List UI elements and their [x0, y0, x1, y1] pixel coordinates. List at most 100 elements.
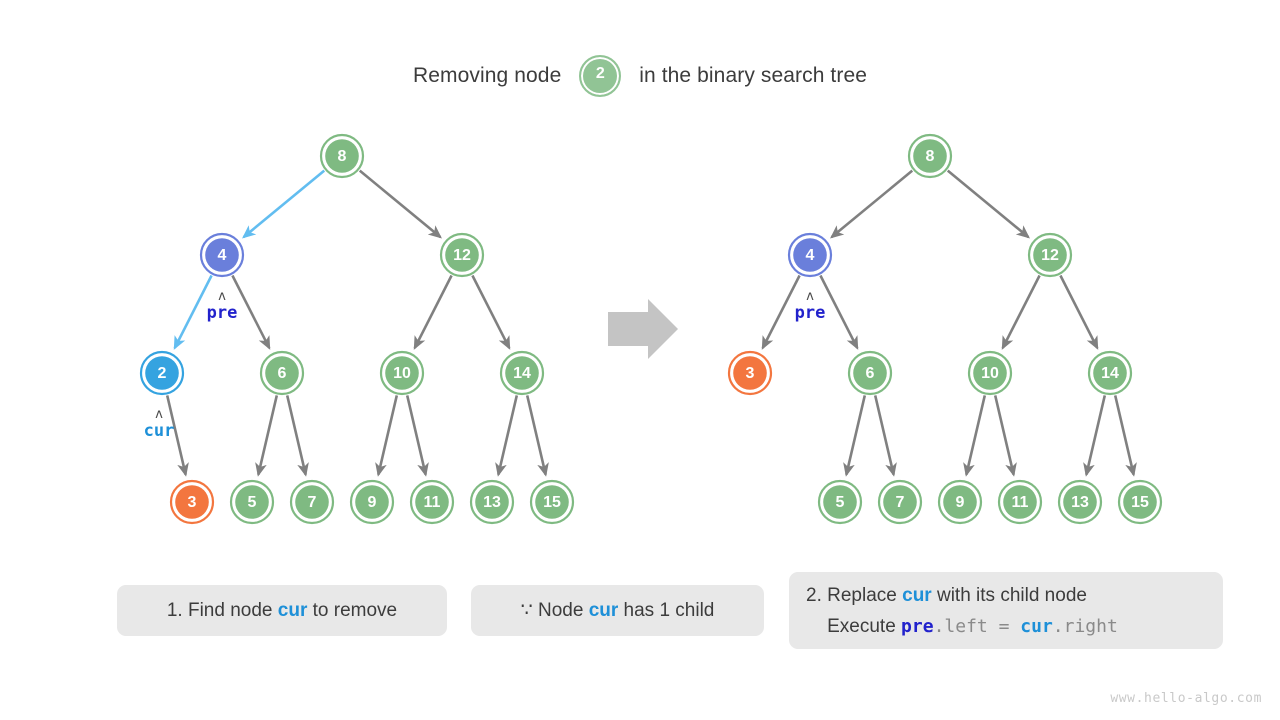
- tree-node: 9: [349, 479, 395, 525]
- tree-edge: [358, 169, 442, 239]
- tree-node-label: 12: [453, 247, 471, 264]
- tree-node: 14: [499, 350, 545, 396]
- tree-edge: [165, 395, 189, 477]
- caption-has-one-child: ∵ Node cur has 1 child: [471, 585, 764, 636]
- pointer-caret-icon: ʌ: [218, 289, 226, 304]
- tree-edge: [1059, 274, 1099, 350]
- caption-text: 1. Find node: [166, 600, 278, 621]
- tree-edge: [285, 395, 309, 477]
- tree-edge: [946, 169, 1030, 239]
- pointer-label: pre: [207, 303, 238, 323]
- tree-node-label: 7: [896, 494, 905, 511]
- tree-node: 8: [907, 133, 953, 179]
- tree-edge: [242, 169, 326, 239]
- tree-node: 3: [727, 350, 773, 396]
- tree-node-label: 14: [513, 365, 531, 382]
- tree-node-label: 5: [836, 494, 845, 511]
- tree-edge: [1083, 395, 1107, 477]
- tree-node-label: 7: [308, 494, 317, 511]
- tree-edge: [873, 395, 897, 477]
- tree-edge: [231, 274, 271, 350]
- pointer-label: pre: [795, 303, 826, 323]
- tree-node-label: 14: [1101, 365, 1119, 382]
- tree-node-label: 11: [424, 494, 441, 511]
- tree-node: 6: [259, 350, 305, 396]
- tree-edge: [413, 274, 453, 350]
- tree-node: 7: [877, 479, 923, 525]
- caption-text: .right: [1052, 615, 1118, 637]
- caption-text: cur: [277, 600, 308, 621]
- tree-node-label: 8: [338, 148, 347, 165]
- tree-node-label: 5: [248, 494, 257, 511]
- tree-node: 9: [937, 479, 983, 525]
- tree-edge: [255, 395, 279, 477]
- page-title: Removing node 2 in the binary search tre…: [0, 55, 1280, 97]
- tree-node: 10: [379, 350, 425, 396]
- tree-node-label: 9: [368, 494, 377, 511]
- tree-edge: [495, 395, 519, 477]
- tree-edge: [405, 395, 429, 477]
- watermark: www.hello-algo.com: [1110, 691, 1262, 706]
- tree-node: 4: [787, 232, 833, 278]
- pointer-caret-icon: ʌ: [806, 289, 814, 304]
- tree-node: 15: [1117, 479, 1163, 525]
- tree-node-label: 6: [278, 365, 287, 382]
- tree-node: 13: [469, 479, 515, 525]
- caption-find-node: 1. Find node cur to remove: [117, 585, 447, 636]
- tree-node: 6: [847, 350, 893, 396]
- tree-edge: [471, 274, 511, 350]
- tree-edge: [963, 395, 987, 477]
- tree-node-label: 10: [393, 365, 411, 382]
- caption-line: 1. Find node cur to remove: [167, 595, 397, 626]
- pointer-caret-icon: ʌ: [155, 407, 163, 422]
- tree-node: 12: [439, 232, 485, 278]
- tree-node-label: 15: [543, 494, 561, 511]
- caption-text: cur: [1020, 615, 1053, 637]
- caption-text: with its child node: [931, 584, 1087, 606]
- caption-text: to remove: [307, 600, 398, 621]
- caption-text: cur: [588, 600, 619, 621]
- tree-node: 5: [817, 479, 863, 525]
- tree-edge: [761, 274, 801, 350]
- tree-node: 4: [199, 232, 245, 278]
- tree-node: 2: [139, 350, 185, 396]
- caption-line: 2. Replace cur with its child node: [806, 580, 1087, 611]
- caption-text: 2. Replace: [806, 584, 903, 606]
- caption-line: ∵ Node cur has 1 child: [521, 595, 715, 626]
- tree-node-label: 11: [1012, 494, 1029, 511]
- tree-edge: [993, 395, 1017, 477]
- tree-node-label: 8: [926, 148, 935, 165]
- tree-node-label: 3: [188, 494, 197, 511]
- tree-node-label: 15: [1131, 494, 1149, 511]
- tree-node: 14: [1087, 350, 1133, 396]
- tree-edge: [173, 274, 213, 350]
- tree-node: 10: [967, 350, 1013, 396]
- title-prefix: Removing node: [412, 64, 568, 87]
- tree-node-label: 12: [1041, 247, 1059, 264]
- caption-text: cur: [902, 584, 932, 606]
- tree-node: 15: [529, 479, 575, 525]
- caption-text: .left =: [933, 615, 1021, 637]
- tree-node: 12: [1027, 232, 1073, 278]
- tree-edge: [819, 274, 859, 350]
- tree-node: 11: [409, 479, 455, 525]
- tree-node: 7: [289, 479, 335, 525]
- tree-node-label: 13: [1071, 494, 1089, 511]
- pointer-label: cur: [144, 421, 175, 441]
- tree-node: 3: [169, 479, 215, 525]
- tree-node: 8: [319, 133, 365, 179]
- tree-node-label: 4: [218, 247, 227, 264]
- caption-replace-child: 2. Replace cur with its child node Execu…: [789, 572, 1223, 649]
- tree-node-label: 3: [746, 365, 755, 382]
- tree-edge: [1001, 274, 1041, 350]
- tree-edge: [830, 169, 914, 239]
- tree-node-label: 6: [866, 365, 875, 382]
- tree-edge: [843, 395, 867, 477]
- tree-node-label: 13: [483, 494, 501, 511]
- tree-node-label: 2: [158, 365, 167, 382]
- caption-text: ∵ Node: [520, 600, 589, 621]
- caption-line: Execute pre.left = cur.right: [806, 611, 1118, 642]
- caption-text: pre: [901, 615, 934, 637]
